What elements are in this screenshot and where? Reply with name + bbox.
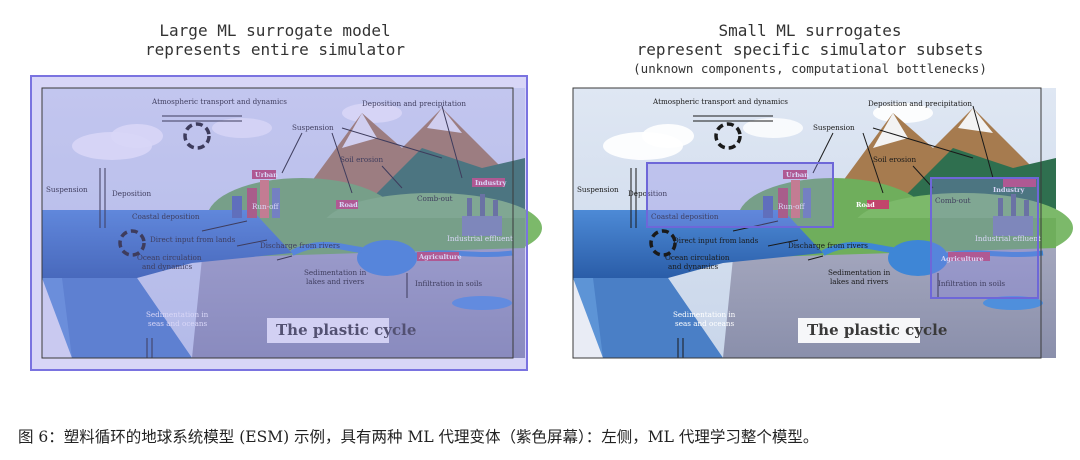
sed-lakes-label-2: lakes and rivers (306, 277, 364, 286)
suspension-left-label-r: Suspension (577, 185, 619, 194)
direct-input-label-r: Direct input from lands (673, 236, 759, 245)
suspension-top-label: Suspension (292, 123, 334, 132)
left-title-line1: Large ML surrogate model (159, 21, 391, 40)
sed-seas-label-1: Sedimentation in (146, 310, 209, 319)
deposition-precip-label-r: Deposition and precipitation (868, 99, 972, 108)
discharge-label-r: Discharge from rivers (788, 241, 868, 250)
surrogate-box-urban-coast (646, 162, 834, 228)
direct-input-label: Direct input from lands (150, 235, 236, 244)
ocean-circ-label-1-r: Ocean circulation (665, 253, 730, 262)
coastal-deposition-label-r: Coastal deposition (651, 212, 719, 221)
soil-erosion-label: Soil erosion (340, 155, 383, 164)
discharge-label: Discharge from rivers (260, 241, 340, 250)
sed-seas-label-2-r: seas and oceans (675, 319, 735, 328)
right-scene-border (572, 87, 1042, 359)
sed-lakes-label-2-r: lakes and rivers (830, 277, 888, 286)
right-title-line1: Small ML surrogates (718, 21, 902, 40)
left-title-line2: represents entire simulator (144, 40, 406, 59)
industry-tag: Industry (475, 179, 507, 187)
atmospheric-label: Atmospheric transport and dynamics (151, 97, 287, 106)
right-panel-title: Small ML surrogates represent specific s… (560, 21, 1060, 78)
plastic-cycle-title: The plastic cycle (276, 321, 416, 339)
urban-tag-r: Urban (786, 171, 809, 179)
suspension-top-label-r: Suspension (813, 123, 855, 132)
runoff-label-r: Run-off (778, 202, 805, 211)
suspension-left-label: Suspension (46, 185, 88, 194)
left-scene-border (41, 87, 514, 359)
ocean-circ-label-2-r: and dynamics (668, 262, 719, 271)
road-tag: Road (339, 201, 358, 209)
combout-label: Comb-out (417, 194, 453, 203)
left-panel-title: Large ML surrogate model represents enti… (40, 21, 510, 59)
left-surrogate-overlay (30, 75, 528, 371)
deposition-precip-label: Deposition and precipitation (362, 99, 466, 108)
industrial-effluent-label-r: Industrial effluent (975, 234, 1041, 243)
infiltration-label-r: Infiltration in soils (938, 279, 1005, 288)
ocean-circ-label-1: Ocean circulation (137, 253, 202, 262)
left-scene: Atmospheric transport and dynamics Depos… (42, 88, 542, 358)
figure-caption: 图 6：塑料循环的地球系统模型 (ESM) 示例，具有两种 ML 代理变体（紫色… (18, 428, 819, 446)
plastic-cycle-title-r: The plastic cycle (807, 321, 947, 339)
atmospheric-label-r: Atmospheric transport and dynamics (652, 97, 788, 106)
urban-tag: Urban (255, 171, 278, 179)
right-title-line2: represent specific simulator subsets (636, 40, 984, 59)
soil-erosion-label-r: Soil erosion (873, 155, 916, 164)
sed-seas-label-2: seas and oceans (148, 319, 208, 328)
deposition-left-label: Deposition (112, 189, 151, 198)
combout-label-r: Comb-out (935, 196, 971, 205)
agriculture-tag-r: Agriculture (940, 255, 984, 263)
industrial-effluent-label: Industrial effluent (447, 234, 513, 243)
industry-tag-r: Industry (993, 186, 1025, 194)
sed-seas-label-1-r: Sedimentation in (673, 310, 736, 319)
infiltration-label: Infiltration in soils (415, 279, 482, 288)
sed-lakes-label-1-r: Sedimentation in (828, 268, 891, 277)
right-title-line3: (unknown components, computational bottl… (633, 61, 987, 76)
road-tag-r: Road (856, 201, 875, 209)
runoff-label: Run-off (252, 202, 279, 211)
sed-lakes-label-1: Sedimentation in (304, 268, 367, 277)
coastal-deposition-label: Coastal deposition (132, 212, 200, 221)
surrogate-box-industry-agriculture (930, 177, 1039, 299)
agriculture-tag: Agriculture (418, 253, 462, 261)
ocean-circ-label-2: and dynamics (142, 262, 193, 271)
